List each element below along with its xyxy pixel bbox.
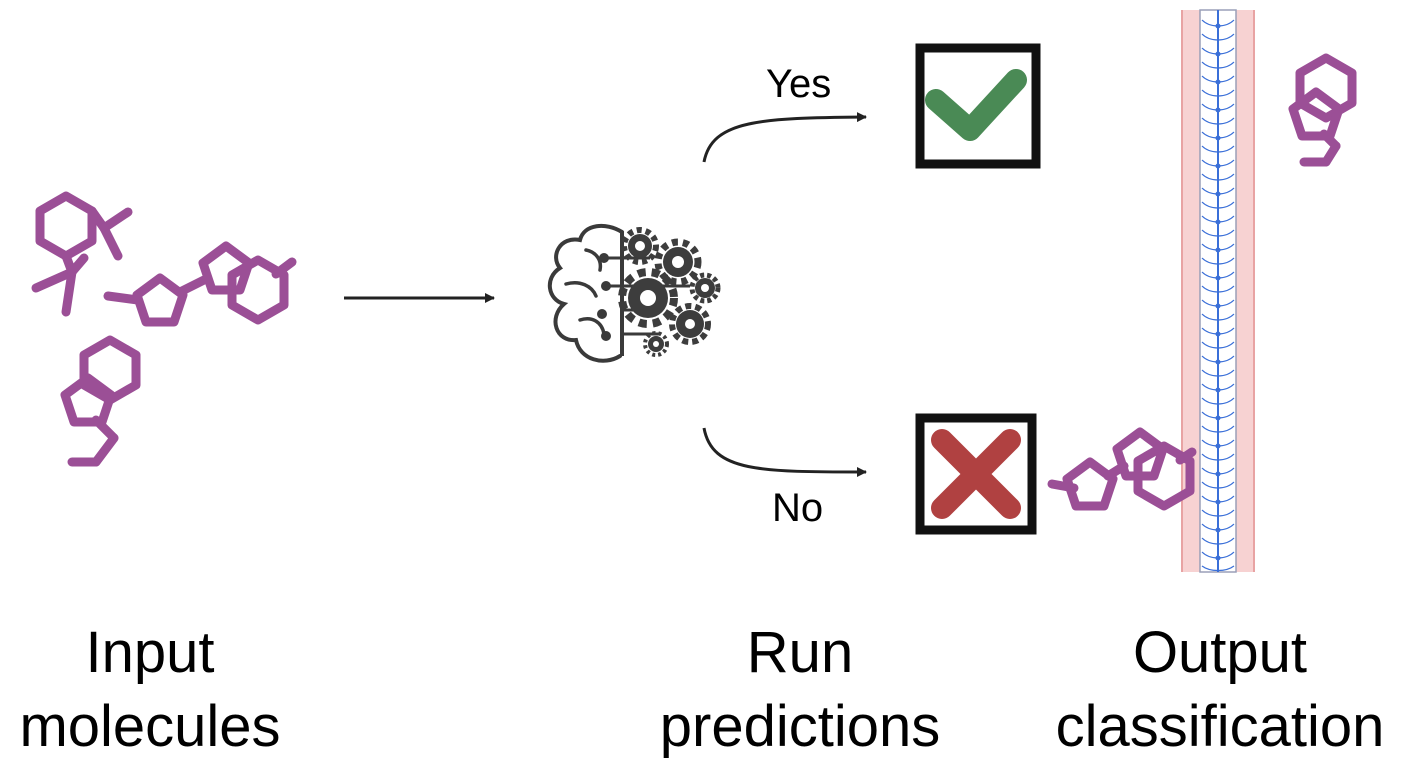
input-molecules [31, 196, 297, 467]
output-label-line2: classification [1055, 694, 1385, 759]
molecule-c-icon [65, 340, 136, 467]
input-label: Input molecules [10, 616, 290, 764]
run-label-line2: predictions [659, 694, 941, 759]
yes-arrow [702, 112, 867, 163]
no-arrow [702, 427, 867, 477]
input-label-line2: molecules [19, 694, 281, 759]
molecule-a-icon [31, 196, 133, 317]
blocked-molecule-icon [1047, 432, 1197, 506]
yes-label: Yes [766, 62, 832, 106]
molecule-b-icon [103, 246, 297, 322]
run-label-line1: Run [746, 620, 854, 685]
output-label-line1: Output [1132, 620, 1308, 685]
no-label: No [772, 486, 824, 530]
brain-gears-icon [548, 223, 721, 363]
checkmark-box [915, 43, 1041, 169]
crossed-molecule-icon [1293, 58, 1352, 167]
cross-box [915, 413, 1037, 535]
checkmark-icon [925, 69, 1027, 141]
input-label-line1: Input [85, 620, 215, 685]
run-label: Run predictions [650, 616, 950, 764]
output-label: Output classification [1040, 616, 1400, 764]
cross-icon [931, 429, 1021, 519]
